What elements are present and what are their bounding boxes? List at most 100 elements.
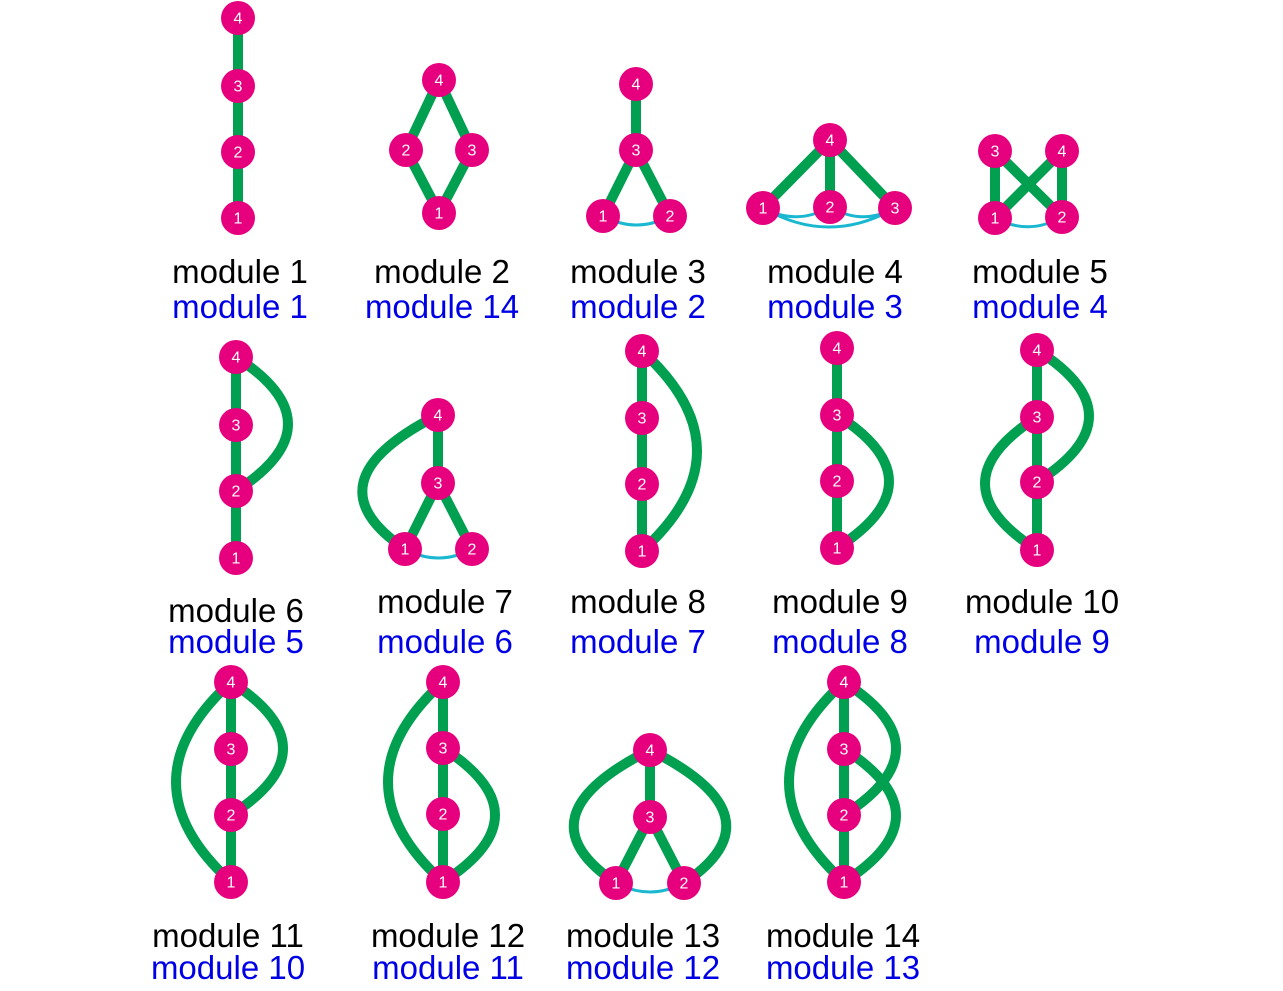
module-primary-label: module 14	[766, 917, 920, 954]
node-2	[1045, 200, 1079, 234]
node-2	[820, 464, 854, 498]
node-3	[820, 398, 854, 432]
node-label: 4	[435, 73, 444, 90]
node-1	[827, 865, 861, 899]
node-label: 1	[833, 541, 842, 558]
module-primary-label: module 10	[965, 583, 1119, 620]
node-4	[827, 665, 861, 699]
node-label: 3	[991, 144, 1000, 161]
node-4	[633, 733, 667, 767]
node-label: 4	[632, 77, 641, 94]
node-label: 2	[232, 484, 241, 501]
module-primary-label: module 4	[767, 253, 903, 290]
node-label: 4	[439, 675, 448, 692]
node-2	[426, 797, 460, 831]
node-2	[625, 467, 659, 501]
node-1	[221, 201, 255, 235]
module-primary-label: module 2	[374, 253, 510, 290]
node-1	[599, 866, 633, 900]
module-secondary-label: module 12	[566, 949, 720, 986]
node-label: 4	[232, 350, 241, 367]
node-label: 4	[826, 133, 835, 150]
node-label: 3	[632, 143, 641, 160]
node-label: 3	[439, 741, 448, 758]
strong-edge	[1032, 345, 1094, 487]
node-label: 3	[1033, 410, 1042, 427]
strong-edge	[383, 677, 448, 887]
strong-edge	[832, 410, 894, 553]
node-3	[219, 408, 253, 442]
weak-edge	[762, 206, 896, 229]
module-primary-label: module 9	[772, 583, 908, 620]
node-3	[1020, 400, 1054, 434]
node-label: 1	[435, 206, 444, 223]
module-primary-label: module 11	[152, 917, 304, 954]
node-2	[1020, 465, 1054, 499]
node-1	[820, 531, 854, 565]
node-3	[221, 69, 255, 103]
node-label: 3	[646, 810, 655, 827]
module-secondary-label: module 1	[172, 288, 308, 325]
node-3	[625, 401, 659, 435]
node-label: 4	[833, 341, 842, 358]
node-label: 4	[1058, 144, 1067, 161]
module-secondary-label: module 14	[365, 288, 519, 325]
node-4	[422, 63, 456, 97]
node-label: 2	[234, 145, 243, 162]
node-4	[619, 67, 653, 101]
node-3	[426, 731, 460, 765]
node-4	[625, 334, 659, 368]
node-4	[426, 665, 460, 699]
node-3	[827, 732, 861, 766]
module-primary-label: module 7	[377, 583, 513, 620]
node-label: 2	[840, 808, 849, 825]
node-label: 1	[1033, 543, 1042, 560]
node-label: 3	[227, 742, 236, 759]
node-4	[214, 665, 248, 699]
node-label: 3	[891, 201, 900, 218]
module-secondary-label: module 8	[772, 623, 908, 660]
node-1	[978, 201, 1012, 235]
node-label: 2	[1033, 475, 1042, 492]
strong-edge	[231, 352, 293, 496]
module-secondary-label: module 3	[767, 288, 903, 325]
node-1	[214, 865, 248, 899]
strong-edge	[637, 346, 702, 556]
module-secondary-label: module 5	[168, 623, 304, 660]
node-label: 1	[232, 551, 241, 568]
node-label: 4	[1033, 343, 1042, 360]
node-3	[455, 133, 489, 167]
node-2	[813, 190, 847, 224]
node-4	[219, 340, 253, 374]
module-primary-label: module 8	[570, 583, 706, 620]
node-label: 4	[227, 675, 236, 692]
node-4	[813, 123, 847, 157]
node-label: 1	[227, 875, 236, 892]
node-2	[219, 474, 253, 508]
strong-edge	[784, 677, 849, 887]
node-label: 1	[991, 211, 1000, 228]
node-1	[219, 541, 253, 575]
module-secondary-label: module 10	[151, 949, 305, 986]
node-2	[221, 135, 255, 169]
node-3	[978, 134, 1012, 168]
node-3	[878, 191, 912, 225]
node-label: 1	[234, 211, 243, 228]
node-label: 2	[826, 200, 835, 217]
node-3	[214, 732, 248, 766]
node-1	[746, 191, 780, 225]
node-label: 2	[402, 143, 411, 160]
node-label: 3	[638, 411, 647, 428]
node-1	[426, 865, 460, 899]
strong-edge	[839, 677, 901, 820]
node-2	[667, 866, 701, 900]
node-4	[221, 1, 255, 35]
